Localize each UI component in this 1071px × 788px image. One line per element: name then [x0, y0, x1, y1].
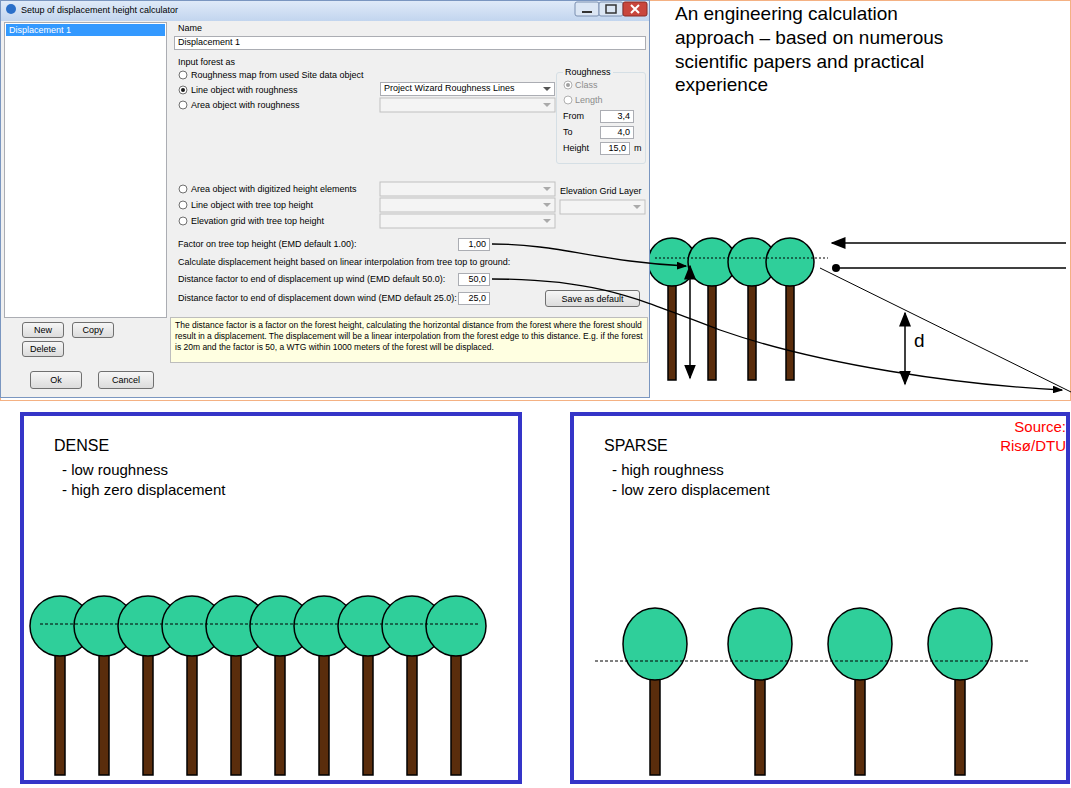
node-text: Setup of displacement height calculator	[21, 5, 178, 15]
radio-label: Roughness map from used Site data object	[191, 70, 364, 81]
node-text: 50,0	[468, 274, 486, 284]
sparse-panel: SPARSE - high roughness- low zero displac…	[570, 412, 1070, 784]
input-field: 50,0	[458, 273, 490, 286]
node-text: - high zero displacement	[54, 480, 518, 500]
field-label: To	[563, 127, 573, 138]
button: Ok	[30, 371, 82, 389]
input-field: 15,0	[600, 142, 630, 155]
button: Copy	[72, 322, 114, 338]
button: Save as default	[545, 290, 640, 307]
radio-label: Line object with tree top height	[191, 200, 313, 211]
input-field: 25,0	[458, 292, 490, 305]
dimension-label: d	[914, 330, 925, 353]
radio-label: Line object with roughness	[191, 85, 298, 96]
input-field: 4,0	[600, 126, 634, 139]
source-note: Source: Risø/DTU	[990, 418, 1066, 456]
node-text: - high roughness	[604, 460, 1066, 480]
radio-label: Area object with roughness	[191, 100, 300, 111]
node-text: Project Wizard Roughness Lines	[384, 83, 515, 93]
field-label: Distance factor to end of displacement d…	[178, 293, 457, 304]
node-text: 1,00	[468, 239, 486, 249]
node-text: - low zero displacement	[604, 480, 1066, 500]
input-field: 1,00	[458, 238, 490, 251]
node-text: New	[34, 325, 52, 335]
node-text: Cancel	[112, 375, 140, 385]
field-label: From	[563, 111, 584, 122]
node-text: 25,0	[468, 293, 486, 303]
field-label: Distance factor to end of displacement u…	[178, 274, 445, 285]
panel-heading: DENSE	[54, 436, 518, 456]
node-text: Ok	[50, 375, 62, 385]
node-text: 3,4	[617, 111, 630, 121]
unit-label: m	[634, 143, 642, 154]
info-note: The distance factor is a factor on the f…	[170, 317, 648, 363]
node-text: - low roughness	[54, 460, 518, 480]
name-field: Displacement 1	[174, 36, 646, 50]
dense-panel: DENSE - low roughness- high zero displace…	[20, 412, 522, 784]
list-pane: Displacement 1	[4, 22, 167, 318]
panel-heading: SPARSE	[604, 436, 1066, 456]
node-text: Roughness	[563, 67, 613, 77]
radio-label: Elevation grid with tree top height	[191, 216, 324, 227]
button: Delete	[22, 341, 64, 357]
node-text: Delete	[30, 344, 56, 354]
section-label: Input forest as	[178, 57, 235, 68]
slide-text: An engineering calculation approach – ba…	[675, 2, 960, 97]
radio-label: Length	[575, 95, 603, 106]
field-label: Elevation Grid Layer	[560, 186, 642, 197]
field-label: Name	[178, 23, 202, 34]
radio-label: Area object with digitized height elemen…	[191, 184, 357, 195]
node-text: The distance factor is a factor on the f…	[175, 320, 643, 352]
input-field: 3,4	[600, 110, 634, 123]
node-text: Copy	[82, 325, 103, 335]
button: Cancel	[98, 371, 154, 389]
field-label: Calculate displacement height based on l…	[178, 257, 510, 268]
node-text: Displacement 1	[178, 37, 240, 47]
button: New	[22, 322, 64, 338]
radio-label: Class	[575, 80, 598, 91]
node-text: 15,0	[608, 143, 626, 153]
node-text: Save as default	[561, 294, 623, 304]
dropdown: Project Wizard Roughness Lines	[380, 82, 555, 96]
field-label: Height	[563, 143, 589, 154]
field-label: Factor on tree top height (EMD default 1…	[178, 239, 357, 250]
dialog-window: Setup of displacement height calculatorD…	[0, 0, 650, 398]
node-text: 4,0	[617, 127, 630, 137]
node-text: Displacement 1	[6, 24, 165, 36]
